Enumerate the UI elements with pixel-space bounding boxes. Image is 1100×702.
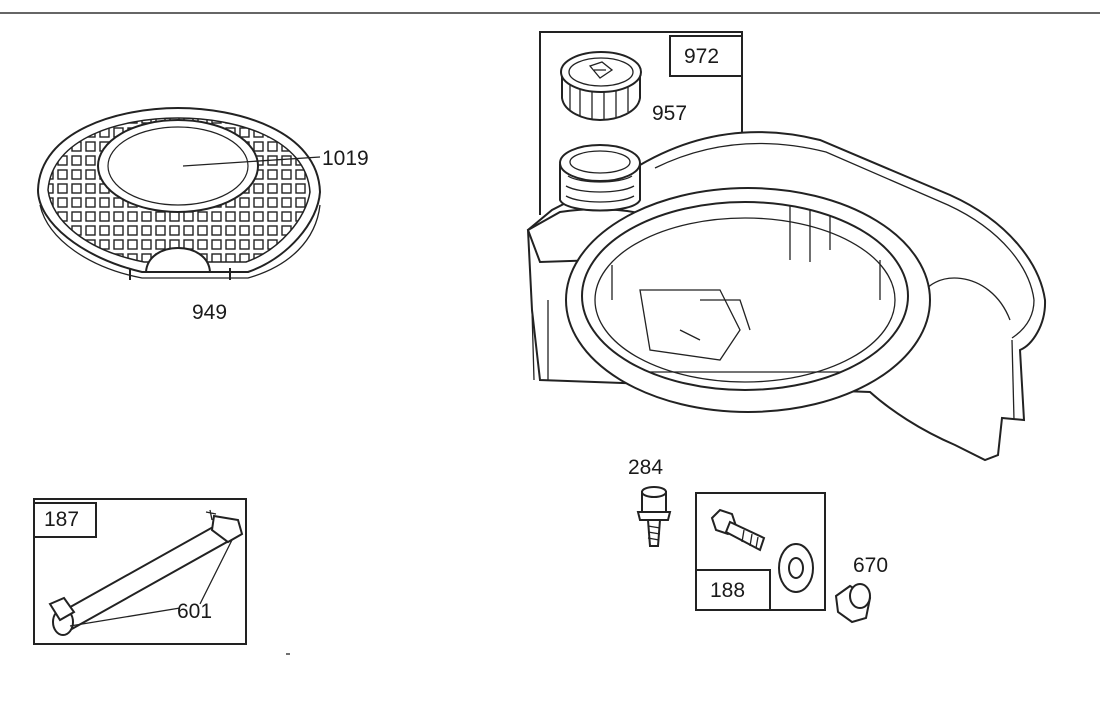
spacer-670[interactable] [834, 583, 872, 624]
fuel-cap-957[interactable] [560, 51, 642, 122]
bolt-188[interactable] [710, 508, 766, 552]
washer-188[interactable] [778, 543, 814, 593]
rewind-grille-949[interactable] [36, 106, 322, 280]
leader-601 [69, 539, 233, 627]
label-949: 949 [192, 301, 227, 324]
frame-972 [539, 31, 743, 215]
label-284: 284 [628, 456, 663, 479]
label-1019: 1019 [322, 147, 369, 170]
label-187: 187 [44, 508, 79, 531]
label-601: 601 [177, 600, 212, 623]
leader-1019 [182, 156, 321, 167]
label-670: 670 [853, 554, 888, 577]
frame-187 [33, 498, 247, 645]
frame-188 [695, 492, 826, 611]
label-188: 188 [710, 579, 745, 602]
label-957: 957 [652, 102, 687, 125]
breather-tube-187[interactable] [48, 509, 244, 636]
label-972: 972 [684, 45, 719, 68]
screw-284[interactable] [636, 486, 672, 547]
blower-housing[interactable] [526, 131, 1047, 462]
